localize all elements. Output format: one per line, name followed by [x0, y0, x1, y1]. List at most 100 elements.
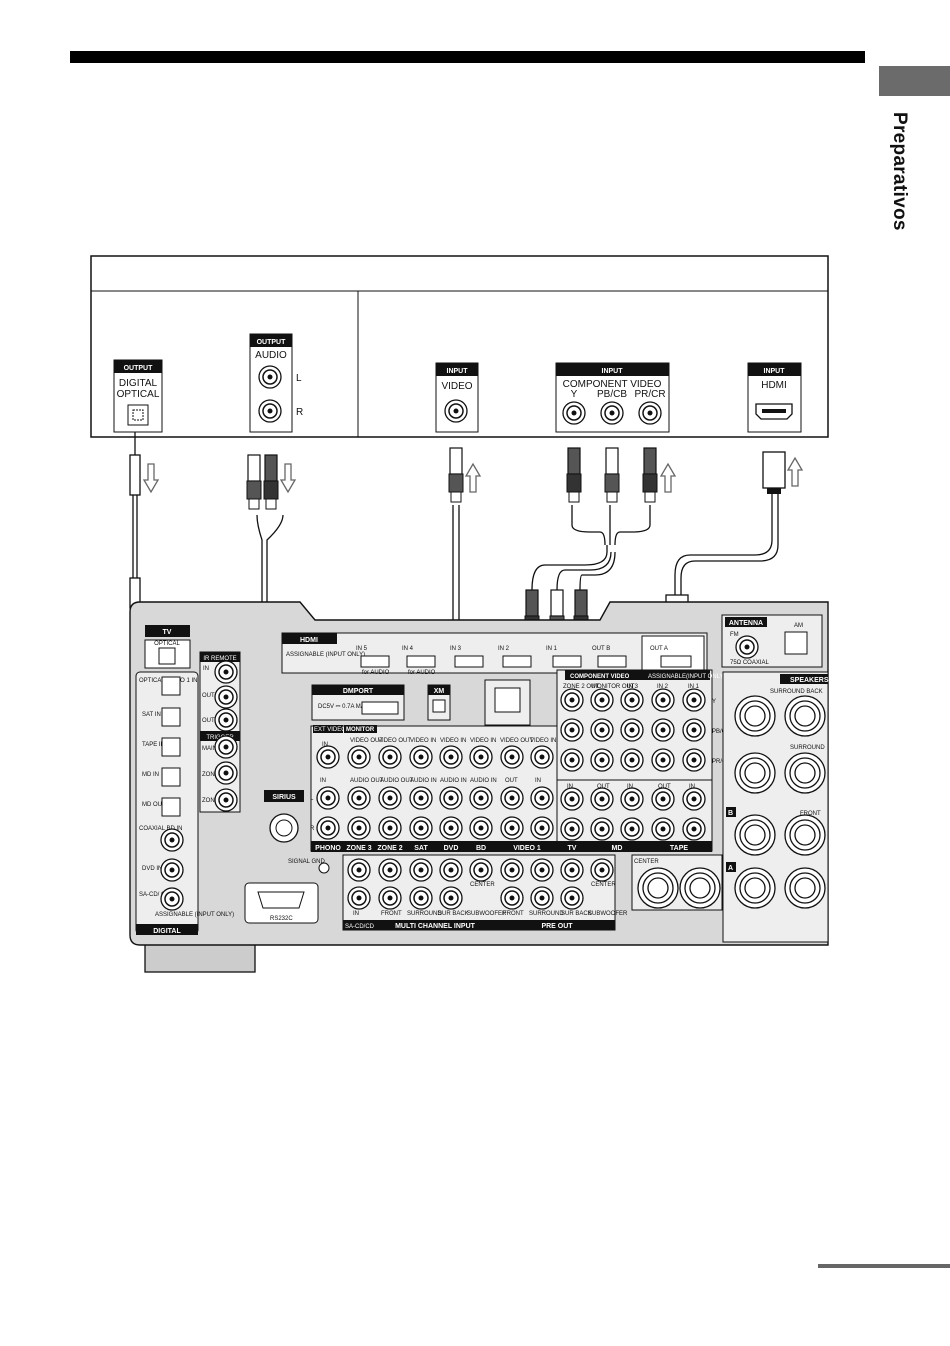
po-sur-back: SUR BACK: [561, 911, 592, 917]
mc-sacd-in: IN: [353, 911, 359, 917]
component-in2: IN 2: [657, 684, 669, 690]
sirius-header: SIRIUS: [272, 794, 296, 801]
tv-video-label: VIDEO: [441, 381, 472, 392]
ir-remote-out1: OUT1: [202, 693, 219, 699]
tv-audio-r: R: [296, 407, 303, 418]
spk-center: CENTER: [634, 859, 659, 865]
component-in3: IN 3: [627, 684, 639, 690]
signal-arrow-down-optical: [143, 463, 159, 493]
hdmi-in3: IN 3: [450, 646, 462, 652]
component-in1: IN 1: [688, 684, 700, 690]
antenna-fm: FM: [730, 632, 739, 638]
section-header-bar: [70, 51, 865, 63]
ext-video-in: IN: [322, 742, 328, 748]
phono-in: IN: [320, 778, 326, 784]
hdmi-out-a: OUT A: [650, 646, 668, 652]
zone3-audio-out: AUDIO OUT: [380, 778, 414, 784]
ext-video-label: EXT VIDEO: [314, 727, 346, 733]
monitor-header: MONITOR: [346, 727, 375, 733]
tv-component-pb: PB/CB: [597, 389, 627, 400]
po-front: FRONT: [503, 911, 524, 917]
video1-in: IN: [535, 778, 541, 784]
ir-remote-in: IN: [203, 666, 209, 672]
rcv-dvd-in: DVD IN: [142, 866, 162, 872]
tv-component-pr: PR/CR: [634, 389, 665, 400]
mc-front: FRONT: [381, 911, 402, 917]
ir-remote-out2: OUT2: [202, 718, 219, 724]
spk-b: B: [728, 810, 733, 817]
tv-component-jack-y: [562, 401, 586, 425]
md-in: IN: [627, 784, 633, 790]
antenna-coaxial: 75Ω COAXIAL: [730, 660, 769, 666]
rcv-coaxial-bd: COAXIAL BD IN: [139, 826, 182, 832]
tv-hdmi-label: HDMI: [761, 380, 787, 391]
rcv-digital-assignable: ASSIGNABLE (INPUT ONLY): [155, 912, 234, 918]
label-video1: VIDEO 1: [513, 845, 541, 852]
antenna-header: ANTENNA: [729, 620, 763, 627]
sirius-section: SIRIUS: [264, 790, 304, 843]
label-bd: BD: [476, 845, 486, 852]
tape-in: IN: [689, 784, 695, 790]
sat-video-in: VIDEO IN: [410, 738, 436, 744]
po-footer: PRE OUT: [541, 923, 573, 930]
hdmi-in4: IN 4: [402, 646, 414, 652]
hdmi-in1: IN 1: [546, 646, 558, 652]
tv-component-header: INPUT: [602, 368, 624, 375]
hdmi-section: HDMI ASSIGNABLE (INPUT ONLY) IN 5 for AU…: [281, 632, 708, 676]
hdmi-in4-foraudio: for AUDIO: [408, 670, 436, 676]
bd-video-in: VIDEO IN: [470, 738, 496, 744]
video1-video-out: VIDEO OUT: [500, 738, 533, 744]
input-labels-row: PHONO ZONE 3 ZONE 2 SAT DVD BD VIDEO 1 T…: [315, 845, 688, 852]
rs232c-section: SIGNAL GND RS232C: [244, 859, 330, 924]
label-dvd: DVD: [444, 845, 459, 852]
spk-surround: SURROUND: [790, 745, 825, 751]
rcv-tv-optical: OPTICAL: [154, 641, 180, 647]
jack-field: EXT VIDEO MONITOR IN VIDEO OUT AUDIO OUT…: [310, 725, 558, 852]
tv-hdmi-header: INPUT: [764, 368, 786, 375]
tv-audio-jack-l: [258, 365, 282, 389]
hdmi-header: HDMI: [300, 637, 318, 644]
spk-surround-back: SURROUND BACK: [770, 689, 823, 695]
tv-digital-line2: OPTICAL: [117, 389, 160, 400]
mc-surround: SURROUND: [407, 911, 442, 917]
label-zone2: ZONE 2: [377, 845, 402, 852]
component-assignable: ASSIGNABLE(INPUT ONLY): [648, 674, 725, 680]
spk-a: A: [728, 865, 733, 872]
signal-arrow-up-video: [465, 463, 481, 493]
rcv-sat-in: SAT IN: [142, 712, 161, 718]
spk-front: FRONT: [800, 811, 821, 817]
monitor-audio-out: AUDIO OUT: [350, 778, 384, 784]
trigger-zone3: ZONE3: [202, 798, 223, 804]
po-subwoofer: SUBWOOFER: [588, 911, 628, 917]
label-tv: TV: [568, 845, 577, 852]
hdmi-assignable: ASSIGNABLE (INPUT ONLY): [286, 652, 365, 658]
tv-digital-header: OUTPUT: [124, 365, 154, 372]
antenna-am: AM: [794, 623, 803, 629]
label-phono: PHONO: [315, 845, 341, 852]
tv-component-jack-pr: [638, 401, 662, 425]
label-tape: TAPE: [670, 845, 688, 852]
tv-component-label: COMPONENT VIDEO: [563, 379, 662, 390]
tv-component-y: Y: [571, 389, 578, 400]
hdmi-in2: IN 2: [498, 646, 510, 652]
hdmi-out-b: OUT B: [592, 646, 610, 652]
tv-audio-l: L: [296, 373, 302, 384]
component-monitor-out: MONITOR OUT: [592, 684, 635, 690]
po-center: CENTER: [591, 882, 616, 888]
multichannel-section: IN FRONT SURROUND SUR BACK CENTER SUBWOO…: [342, 854, 628, 931]
ir-remote-trigger: IR REMOTE IN OUT1 OUT2 TRIGGER MAIN ZONE…: [199, 651, 241, 813]
signal-arrow-up-component: [660, 463, 676, 493]
rs232c-label: RS232C: [270, 916, 293, 922]
dmport-xm: DMPORT DC5V ⎓ 0.7A MAX XM: [311, 679, 531, 726]
rcv-md-in: MD IN: [142, 772, 159, 778]
signal-gnd-label: SIGNAL GND: [288, 859, 325, 865]
trigger-main: MAIN: [202, 746, 217, 752]
row-r: R: [310, 826, 315, 832]
component-header: COMPONENT VIDEO: [570, 674, 630, 680]
digital-column: OPTICAL VIDEO 1 IN SAT IN TAPE IN MD IN …: [136, 676, 234, 935]
zone3-video-out: VIDEO OUT: [378, 738, 411, 744]
mc-sacd-label: SA-CD/CD: [345, 924, 375, 930]
po-surround: SURROUND: [529, 911, 564, 917]
speakers-section: SPEAKERS SURROUND BACK SURROUND B FRONT …: [631, 671, 829, 943]
